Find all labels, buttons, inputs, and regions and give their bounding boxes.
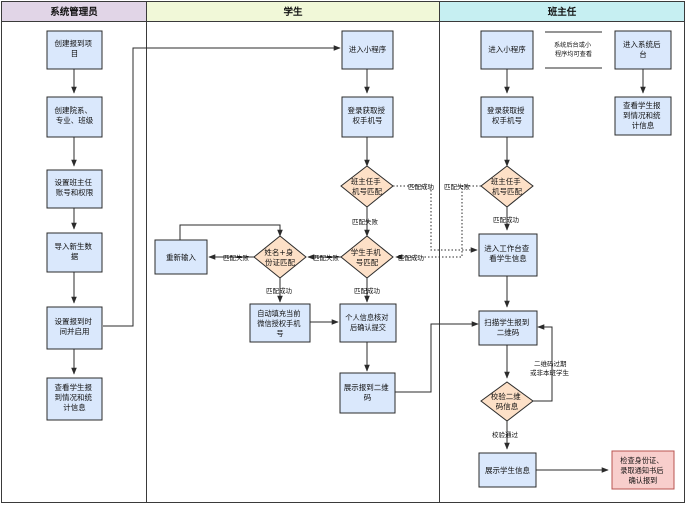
teacher-check-qr <box>480 381 534 422</box>
admin-create-project-label: 创建报到项 目 <box>55 38 95 58</box>
teacher-scan-qr-label: 扫描学生报到 二维码 <box>484 317 531 337</box>
student-show-qr-label: 展示报到二维 码 <box>344 382 391 402</box>
label-qr-expired-1: 二维码过期 <box>534 359 567 368</box>
label-teacher-fail: 匹配失败 <box>444 182 471 191</box>
edge-labels: 匹配成功 匹配失败 匹配失败 匹配失败 匹配失败 匹配成功 匹配成功 匹配成功 … <box>223 182 570 439</box>
teacher-workbench-label: 进入工作台查 看学生信息 <box>484 243 531 263</box>
teacher-enter-app-label: 进入小程序 <box>488 44 526 54</box>
teacher-view-stats-label: 查看学生报 到情况和统 计信息 <box>623 100 663 130</box>
student-reenter <box>154 239 208 275</box>
lane-header-teacher <box>439 1 685 22</box>
admin-create-project <box>46 30 103 70</box>
teacher-enter-backend <box>614 30 672 70</box>
label-student-success-dotted: 匹配成功 <box>398 253 425 262</box>
student-teacher-phone-match <box>340 165 394 208</box>
edge-admin-to-student-app <box>103 45 341 327</box>
admin-import-students <box>46 232 103 273</box>
student-autofill <box>249 303 311 343</box>
teacher-view-stats <box>614 96 672 136</box>
label-name-fail: 匹配失败 <box>223 253 250 262</box>
lane-title-teacher: 班主任 <box>548 6 577 18</box>
label-teacher-success: 匹配成功 <box>493 215 520 224</box>
admin-set-teacher <box>46 169 103 209</box>
label-qr-expired-2: 或非本班学生 <box>530 368 570 377</box>
teacher-workbench <box>478 233 538 277</box>
label-student-teacher-fail: 匹配失败 <box>352 217 379 226</box>
teacher-check-qr-label: 校验二维 码信息 <box>491 391 523 411</box>
student-phone-match <box>340 235 394 279</box>
label-name-success: 匹配成功 <box>266 286 293 295</box>
connectors <box>71 45 646 473</box>
student-reenter-label: 重新输入 <box>166 252 196 262</box>
dotted-connectors <box>393 185 481 260</box>
student-login-phone-label: 登录获取授 权手机号 <box>348 105 388 125</box>
student-teacher-phone-match-label: 班主任手 机号匹配 <box>351 176 383 196</box>
teacher-login-phone-label: 登录获取授 权手机号 <box>487 105 527 125</box>
label-student-success: 匹配成功 <box>354 286 381 295</box>
teacher-login-phone <box>480 96 534 138</box>
teacher-check-id-label: 检查身份证、 录取通知书后 确认报到 <box>620 456 665 485</box>
teacher-phone-match <box>480 165 534 208</box>
admin-view-stats-label: 查看学生报 到情况和统 计信息 <box>55 382 95 412</box>
edge-teacher-match-fail <box>395 185 481 260</box>
edge-teacher-match-success <box>393 185 478 253</box>
student-login-phone <box>341 96 394 138</box>
student-name-id-match <box>253 235 307 279</box>
teacher-show-info <box>478 452 537 488</box>
student-name-id-match-label: 姓名+身 份证匹配 <box>264 247 295 267</box>
admin-set-time <box>46 306 103 350</box>
teacher-enter-app <box>480 30 534 70</box>
student-verify-submit-label: 个人信息核对 后确认提交 <box>345 313 390 332</box>
label-verify-pass: 校验通过 <box>492 430 519 439</box>
student-autofill-label: 自动填充当前 微信授权手机 号 <box>257 309 302 338</box>
teacher-phone-match-label: 班主任手 机号匹配 <box>491 176 523 196</box>
student-enter-app-label: 进入小程序 <box>349 44 387 54</box>
teacher-check-id <box>611 450 675 490</box>
lane-title-admin: 系统管理员 <box>50 6 98 18</box>
admin-import-students-label: 导入新生数 据 <box>55 241 95 261</box>
admin-create-org-label: 创建院系、 专业、班级 <box>55 105 95 125</box>
student-show-qr <box>339 372 396 414</box>
teacher-enter-backend-label: 进入系统后 台 <box>623 39 663 59</box>
admin-set-time-label: 设置报到时 间并启用 <box>55 316 95 336</box>
teacher-note-label: 系统后台或小 程序均可查看 <box>554 41 593 58</box>
teacher-show-info-label: 展示学生信息 <box>485 465 530 475</box>
edge-qr-to-scan <box>395 321 479 393</box>
student-enter-app <box>341 30 394 70</box>
edge-qr-fail <box>533 324 553 402</box>
label-student-fail: 匹配失败 <box>313 253 340 262</box>
teacher-scan-qr <box>478 310 538 346</box>
edge-reenter <box>179 224 283 240</box>
label-student-teacher-success: 匹配成功 <box>408 182 435 191</box>
admin-create-org <box>46 96 103 138</box>
student-verify-submit <box>339 303 397 343</box>
admin-set-teacher-label: 设置班主任 账号和权限 <box>55 177 95 197</box>
student-phone-match-label: 学生手机 号匹配 <box>351 247 383 267</box>
diagram-frame <box>1 1 685 503</box>
lane-title-student: 学生 <box>283 6 303 18</box>
admin-view-stats <box>46 377 103 421</box>
